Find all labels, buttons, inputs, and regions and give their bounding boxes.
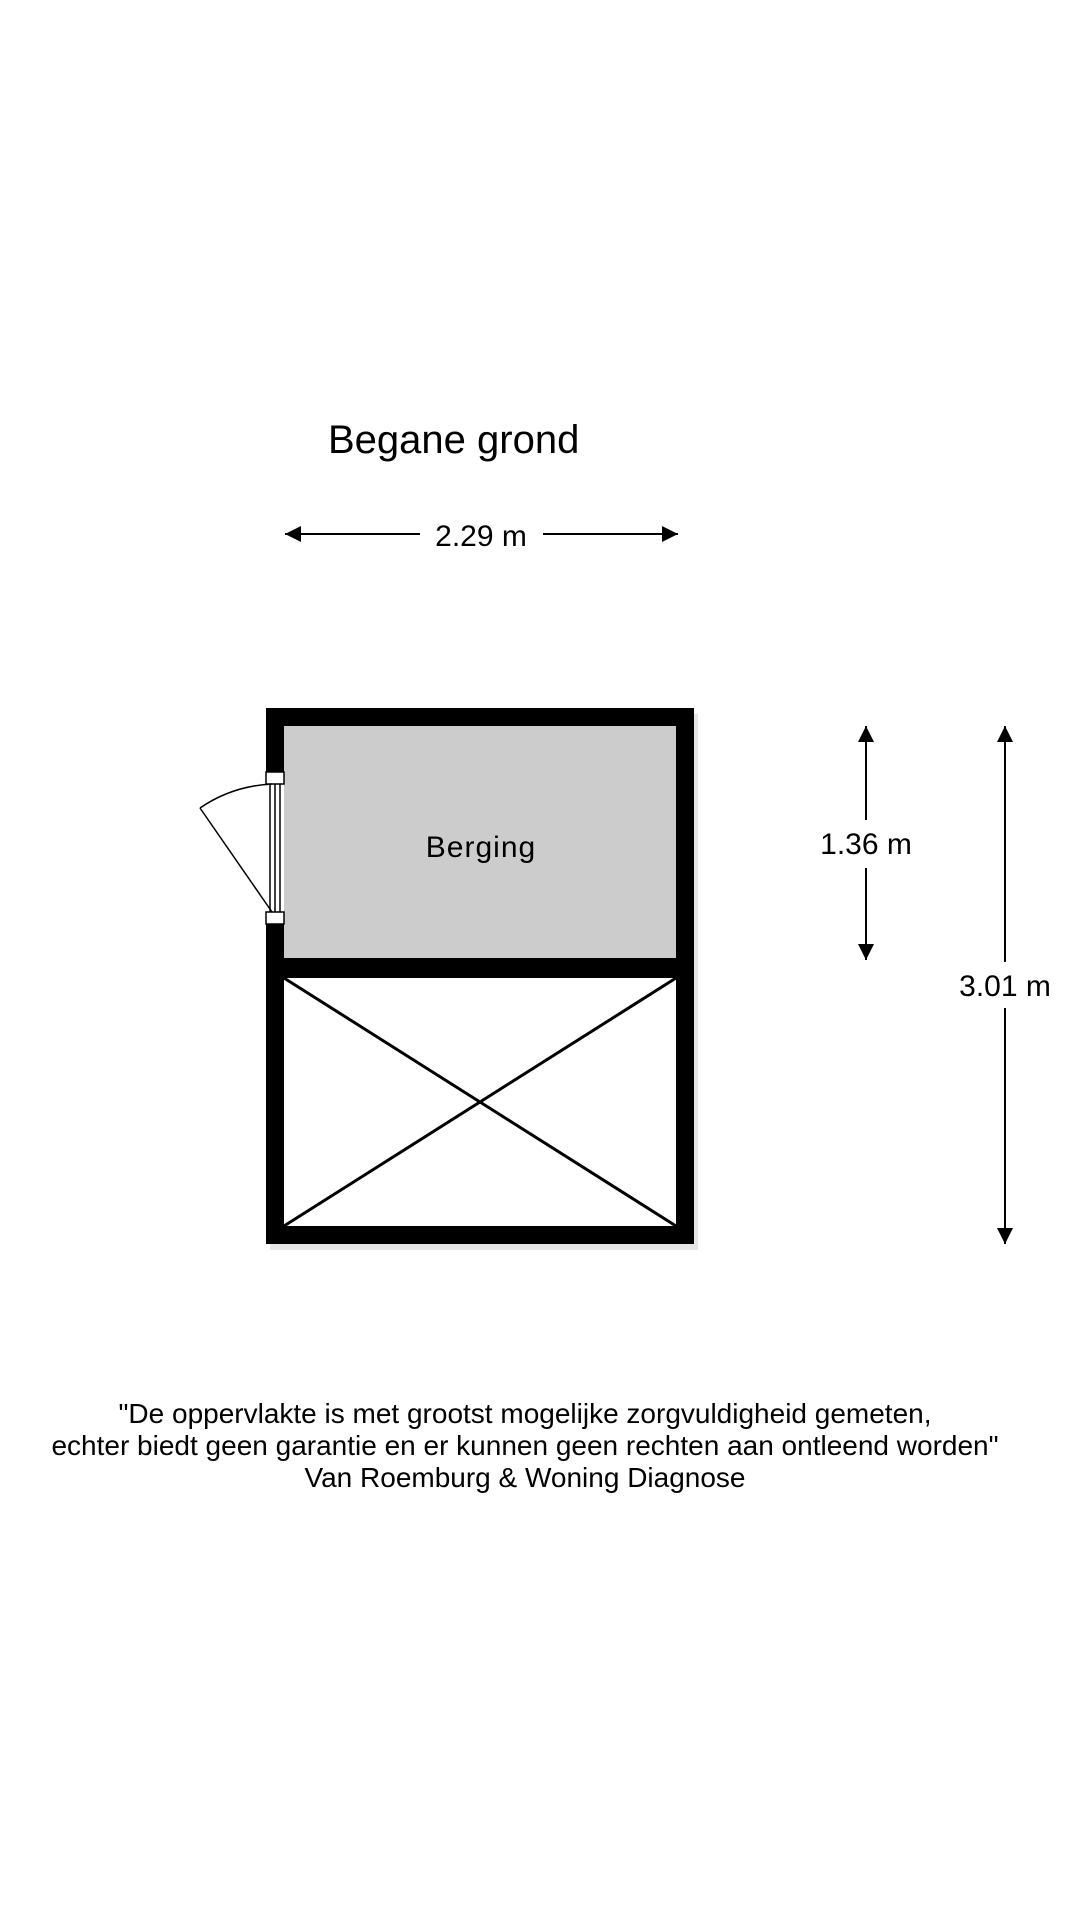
door: [199, 771, 285, 925]
floor-title: Begane grond: [328, 418, 580, 462]
width-dimension: 2.29 m: [285, 520, 678, 553]
total-height-label: 3.01 m: [959, 970, 1051, 1003]
disclaimer-line-3: Van Roemburg & Woning Diagnose: [304, 1462, 746, 1493]
disclaimer-line-2: echter biedt geen garantie en er kunnen …: [51, 1430, 999, 1461]
door-frame-top: [265, 771, 285, 785]
room-height-dimension: 1.36 m: [820, 726, 912, 960]
room-label-berging: Berging: [426, 831, 536, 864]
width-label: 2.29 m: [435, 520, 527, 553]
total-height-dimension: 3.01 m: [959, 726, 1051, 1244]
door-leaf: [199, 807, 273, 913]
door-swing-arc: [199, 783, 273, 809]
door-frame-bottom: [265, 911, 285, 925]
room-height-label: 1.36 m: [820, 828, 912, 861]
room-berging: [284, 726, 676, 958]
void-cross-line: [283, 976, 677, 1228]
disclaimer: "De oppervlakte is met grootst mogelijke…: [0, 1398, 1050, 1494]
disclaimer-line-1: "De oppervlakte is met grootst mogelijke…: [118, 1398, 932, 1429]
